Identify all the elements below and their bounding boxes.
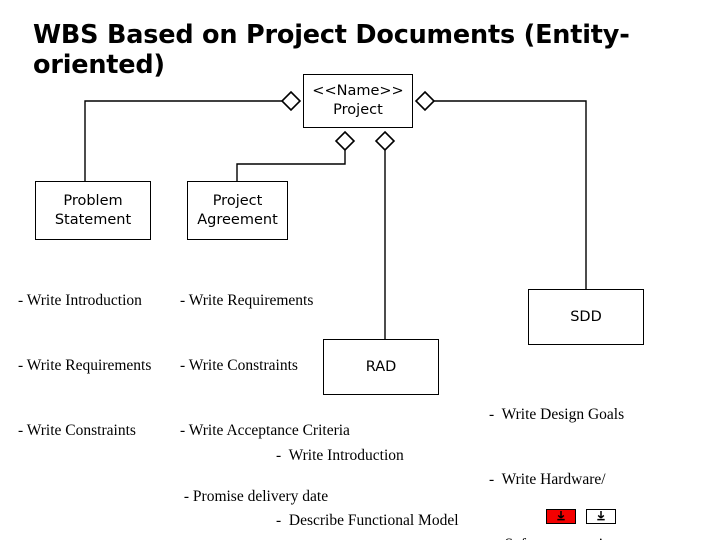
return-arrow-icon-prev[interactable]: [546, 509, 576, 524]
node-rad[interactable]: RAD: [323, 339, 439, 395]
list-item: - Write Constraints: [180, 356, 298, 374]
list-item: Software mapping: [489, 534, 673, 540]
list-item: - Write Introduction: [18, 291, 142, 309]
node-sdd[interactable]: SDD: [528, 289, 644, 345]
list-item: - Write Introduction: [276, 446, 404, 464]
page-title: WBS Based on Project Documents (Entity- …: [33, 20, 630, 80]
node-project-agreement[interactable]: Project Agreement: [187, 181, 288, 240]
task-list-project-agreement: - Write Requirements - Write Constraints…: [180, 246, 350, 540]
node-project[interactable]: <<Name>> Project: [303, 74, 413, 128]
return-arrow-glyph: [557, 511, 565, 521]
task-list-rad: - Write Introduction - Describe Function…: [276, 401, 459, 540]
list-item: - Write Constraints: [18, 422, 136, 440]
edge-project-to-project-agreement: [236, 149, 346, 181]
node-problem-statement[interactable]: Problem Statement: [35, 181, 151, 240]
aggregation-diamond-bottom-left: [334, 130, 356, 152]
return-arrow-glyph: [597, 511, 605, 521]
list-item: - Write Hardware/: [489, 470, 606, 488]
edge-project-to-problem-statement: [84, 100, 283, 181]
aggregation-diamond-right: [414, 90, 436, 112]
task-list-problem-statement: - Write Introduction - Write Requirement…: [18, 246, 151, 486]
list-item: - Write Requirements: [180, 291, 314, 309]
aggregation-diamond-bottom-right: [374, 130, 396, 152]
list-item: - Write Design Goals: [489, 405, 625, 423]
list-item: - Promise delivery date: [180, 487, 329, 505]
edge-project-to-sdd: [433, 100, 587, 289]
list-item: - Describe Functional Model: [276, 511, 459, 529]
list-item: - Write Acceptance Criteria: [180, 422, 350, 440]
aggregation-diamond-left: [280, 90, 302, 112]
return-arrow-icon-next[interactable]: [586, 509, 616, 524]
list-item: - Write Requirements: [18, 356, 152, 374]
task-list-sdd: - Write Design Goals - Write Hardware/ S…: [489, 360, 673, 540]
